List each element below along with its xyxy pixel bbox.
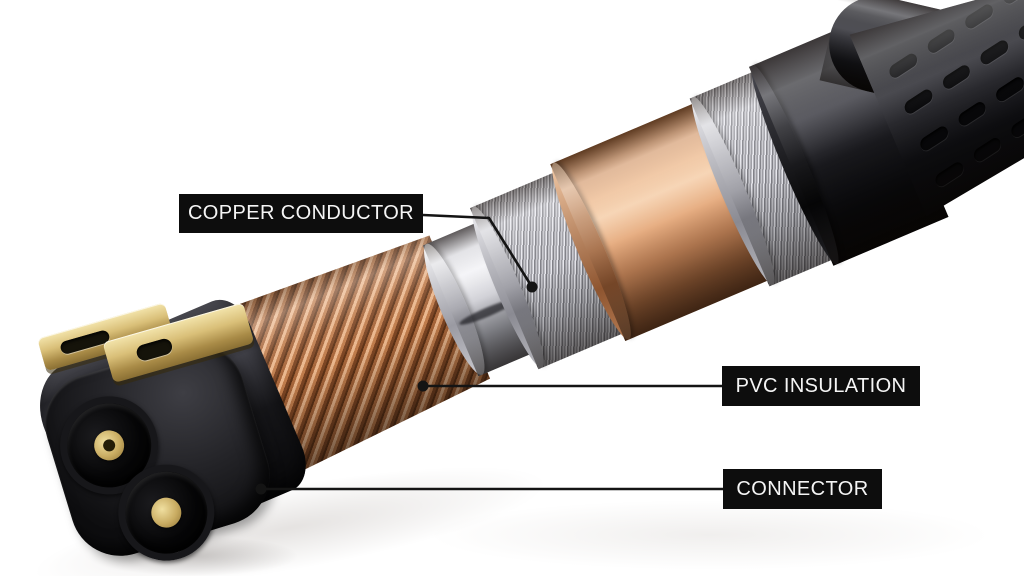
boot-slot bbox=[933, 160, 964, 189]
terminal-slot bbox=[134, 336, 174, 362]
ambient-shadow bbox=[430, 500, 990, 570]
boot-slot bbox=[887, 51, 918, 80]
label-pvc-insulation: PVC INSULATION bbox=[722, 366, 920, 406]
boot-slot bbox=[925, 27, 956, 56]
boot-slot bbox=[1009, 110, 1024, 139]
label-copper-conductor: COPPER CONDUCTOR bbox=[179, 194, 423, 233]
boot-slot bbox=[1016, 13, 1024, 42]
brass-pin-lower bbox=[147, 493, 185, 531]
label-pvc-insulation-text: PVC INSULATION bbox=[735, 374, 907, 397]
boot-slot bbox=[918, 123, 949, 152]
boot-slot bbox=[956, 99, 987, 128]
boot-slot bbox=[941, 63, 972, 92]
boot-slot bbox=[903, 87, 934, 116]
brass-pin-upper bbox=[90, 426, 128, 464]
label-connector-text: CONNECTOR bbox=[736, 477, 869, 500]
boot-slot bbox=[971, 135, 1002, 164]
label-connector: CONNECTOR bbox=[723, 469, 882, 509]
label-copper-conductor-text: COPPER CONDUCTOR bbox=[187, 202, 415, 224]
boot-slot bbox=[979, 38, 1010, 67]
boot-slot bbox=[994, 74, 1024, 103]
terminal-slot bbox=[58, 328, 111, 355]
boot-slot bbox=[1001, 0, 1024, 6]
boot-slot bbox=[963, 2, 994, 31]
